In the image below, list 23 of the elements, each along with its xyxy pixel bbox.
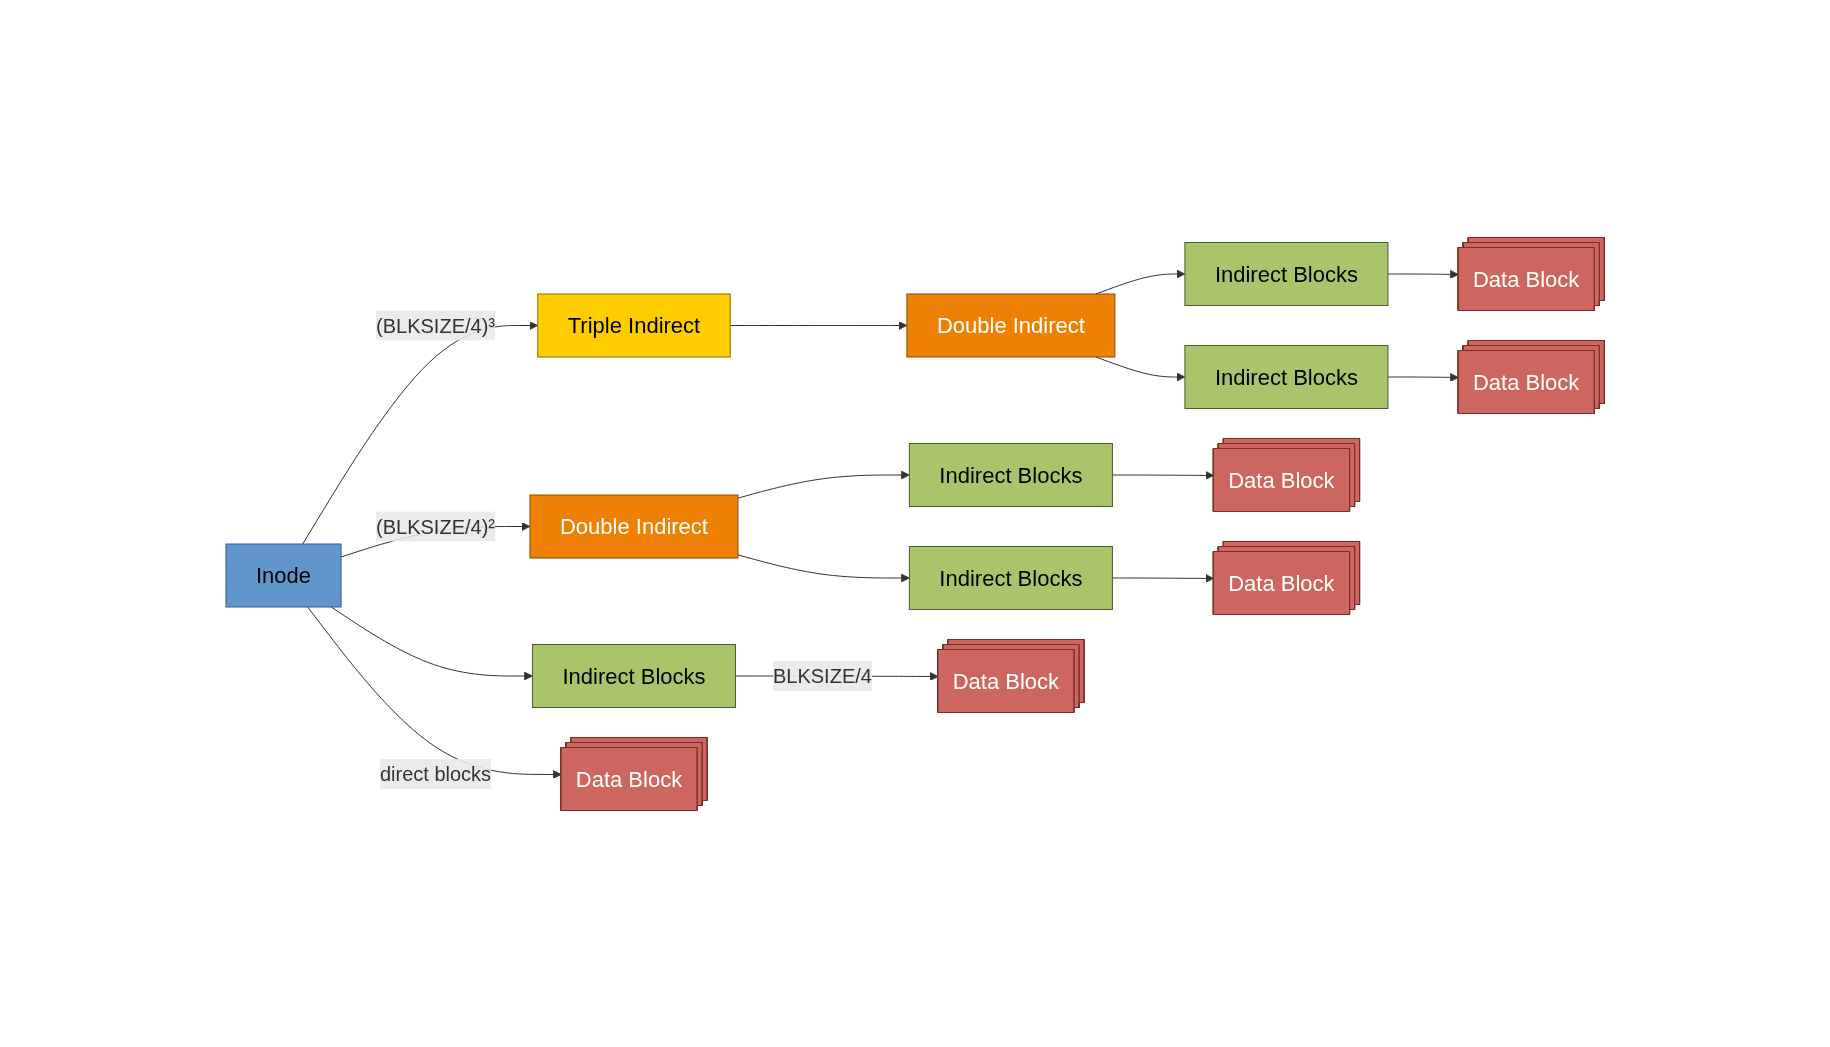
arrow <box>1387 372 1459 382</box>
arrow <box>1111 470 1214 480</box>
arrow <box>737 553 910 582</box>
node-box: Indirect Blocks <box>908 442 1113 507</box>
arrow <box>1111 573 1214 583</box>
edge-label: (BLKSIZE/4)² <box>375 515 495 537</box>
arrow <box>1387 269 1459 279</box>
arrow <box>302 320 538 544</box>
arrow <box>729 320 908 330</box>
edge-label: direct blocks <box>379 762 491 785</box>
arrow <box>330 606 533 680</box>
node-box: Indirect Blocks <box>1184 241 1389 306</box>
node-box: Indirect Blocks <box>1184 344 1389 409</box>
node-box: Triple Indirect <box>537 293 731 357</box>
node-box: Indirect Blocks <box>908 545 1113 610</box>
arrow <box>307 606 562 779</box>
node-box: Inode <box>225 543 342 607</box>
edge-label: (BLKSIZE/4)³ <box>375 314 495 336</box>
node-box: Double Indirect <box>529 494 739 558</box>
arrow <box>737 470 910 499</box>
node-box: Double Indirect <box>906 293 1116 357</box>
edge-label: BLKSIZE/4 <box>772 664 872 687</box>
node-box: Indirect Blocks <box>531 643 736 708</box>
